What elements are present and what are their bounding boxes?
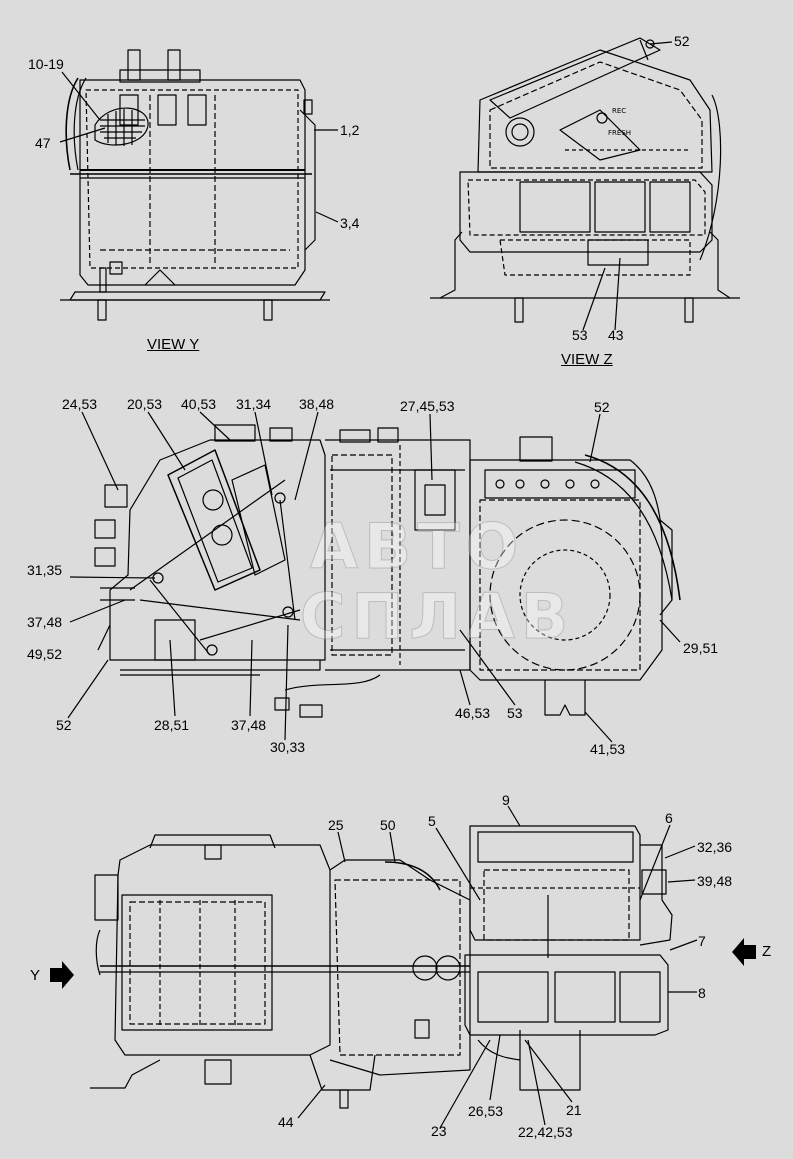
callout-label: 8 bbox=[698, 985, 706, 1001]
callout-label: 24,53 bbox=[62, 396, 98, 412]
callout-label: 50 bbox=[380, 817, 396, 833]
callout-label: 20,53 bbox=[127, 396, 163, 412]
callout-label: 3,4 bbox=[340, 215, 360, 231]
callout-label: 41,53 bbox=[590, 741, 626, 757]
callout-label: 46,53 bbox=[455, 705, 491, 721]
callout-label: 47 bbox=[35, 135, 51, 151]
callout-label: 9 bbox=[502, 792, 510, 808]
view-z-title: VIEW Z bbox=[561, 351, 613, 368]
callout-label: 28,51 bbox=[154, 717, 190, 733]
callout-label: 44 bbox=[278, 1114, 294, 1130]
callout-label: 53 bbox=[572, 327, 588, 343]
callout-label: 10-19 bbox=[28, 56, 64, 72]
callout-label: 40,53 bbox=[181, 396, 217, 412]
callout-label: 32,36 bbox=[697, 839, 733, 855]
callout-label: 6 bbox=[665, 810, 673, 826]
callout-label: 38,48 bbox=[299, 396, 335, 412]
callout-label: 52 bbox=[594, 399, 610, 415]
svg-text:FRESH: FRESH bbox=[608, 129, 631, 137]
callout-label: 23 bbox=[431, 1123, 447, 1139]
callout-label: 52 bbox=[56, 717, 72, 733]
z-direction-label: Z bbox=[762, 943, 772, 960]
callout-label: 27,45,53 bbox=[400, 398, 455, 414]
view-y-title: VIEW Y bbox=[147, 336, 200, 353]
callout-label: 26,53 bbox=[468, 1103, 504, 1119]
callout-label: 30,33 bbox=[270, 739, 306, 755]
callout-label: 5 bbox=[428, 813, 436, 829]
callout-label: 29,51 bbox=[683, 640, 719, 656]
view-z-drawing: REC FRESH bbox=[430, 37, 740, 331]
callout-label: 1,2 bbox=[340, 122, 360, 138]
callout-label: 52 bbox=[674, 33, 690, 49]
svg-text:REC: REC bbox=[612, 107, 626, 115]
callout-label: 37,48 bbox=[231, 717, 267, 733]
callout-label: 31,34 bbox=[236, 396, 272, 412]
callout-label: 37,48 bbox=[27, 614, 63, 630]
view-y-drawing bbox=[59, 49, 339, 321]
y-direction-label: Y bbox=[30, 967, 41, 984]
callout-label: 31,35 bbox=[27, 562, 63, 578]
callout-label: 39,48 bbox=[697, 873, 733, 889]
callout-label: 21 bbox=[566, 1102, 582, 1118]
callout-label: 53 bbox=[507, 705, 523, 721]
callout-label: 49,52 bbox=[27, 646, 63, 662]
bottom-view-drawing bbox=[50, 805, 756, 1129]
callout-label: 22,42,53 bbox=[518, 1124, 573, 1140]
callout-label: 7 bbox=[698, 933, 706, 949]
callout-label: 25 bbox=[328, 817, 344, 833]
middle-view-drawing bbox=[67, 411, 681, 743]
callout-label: 43 bbox=[608, 327, 624, 343]
